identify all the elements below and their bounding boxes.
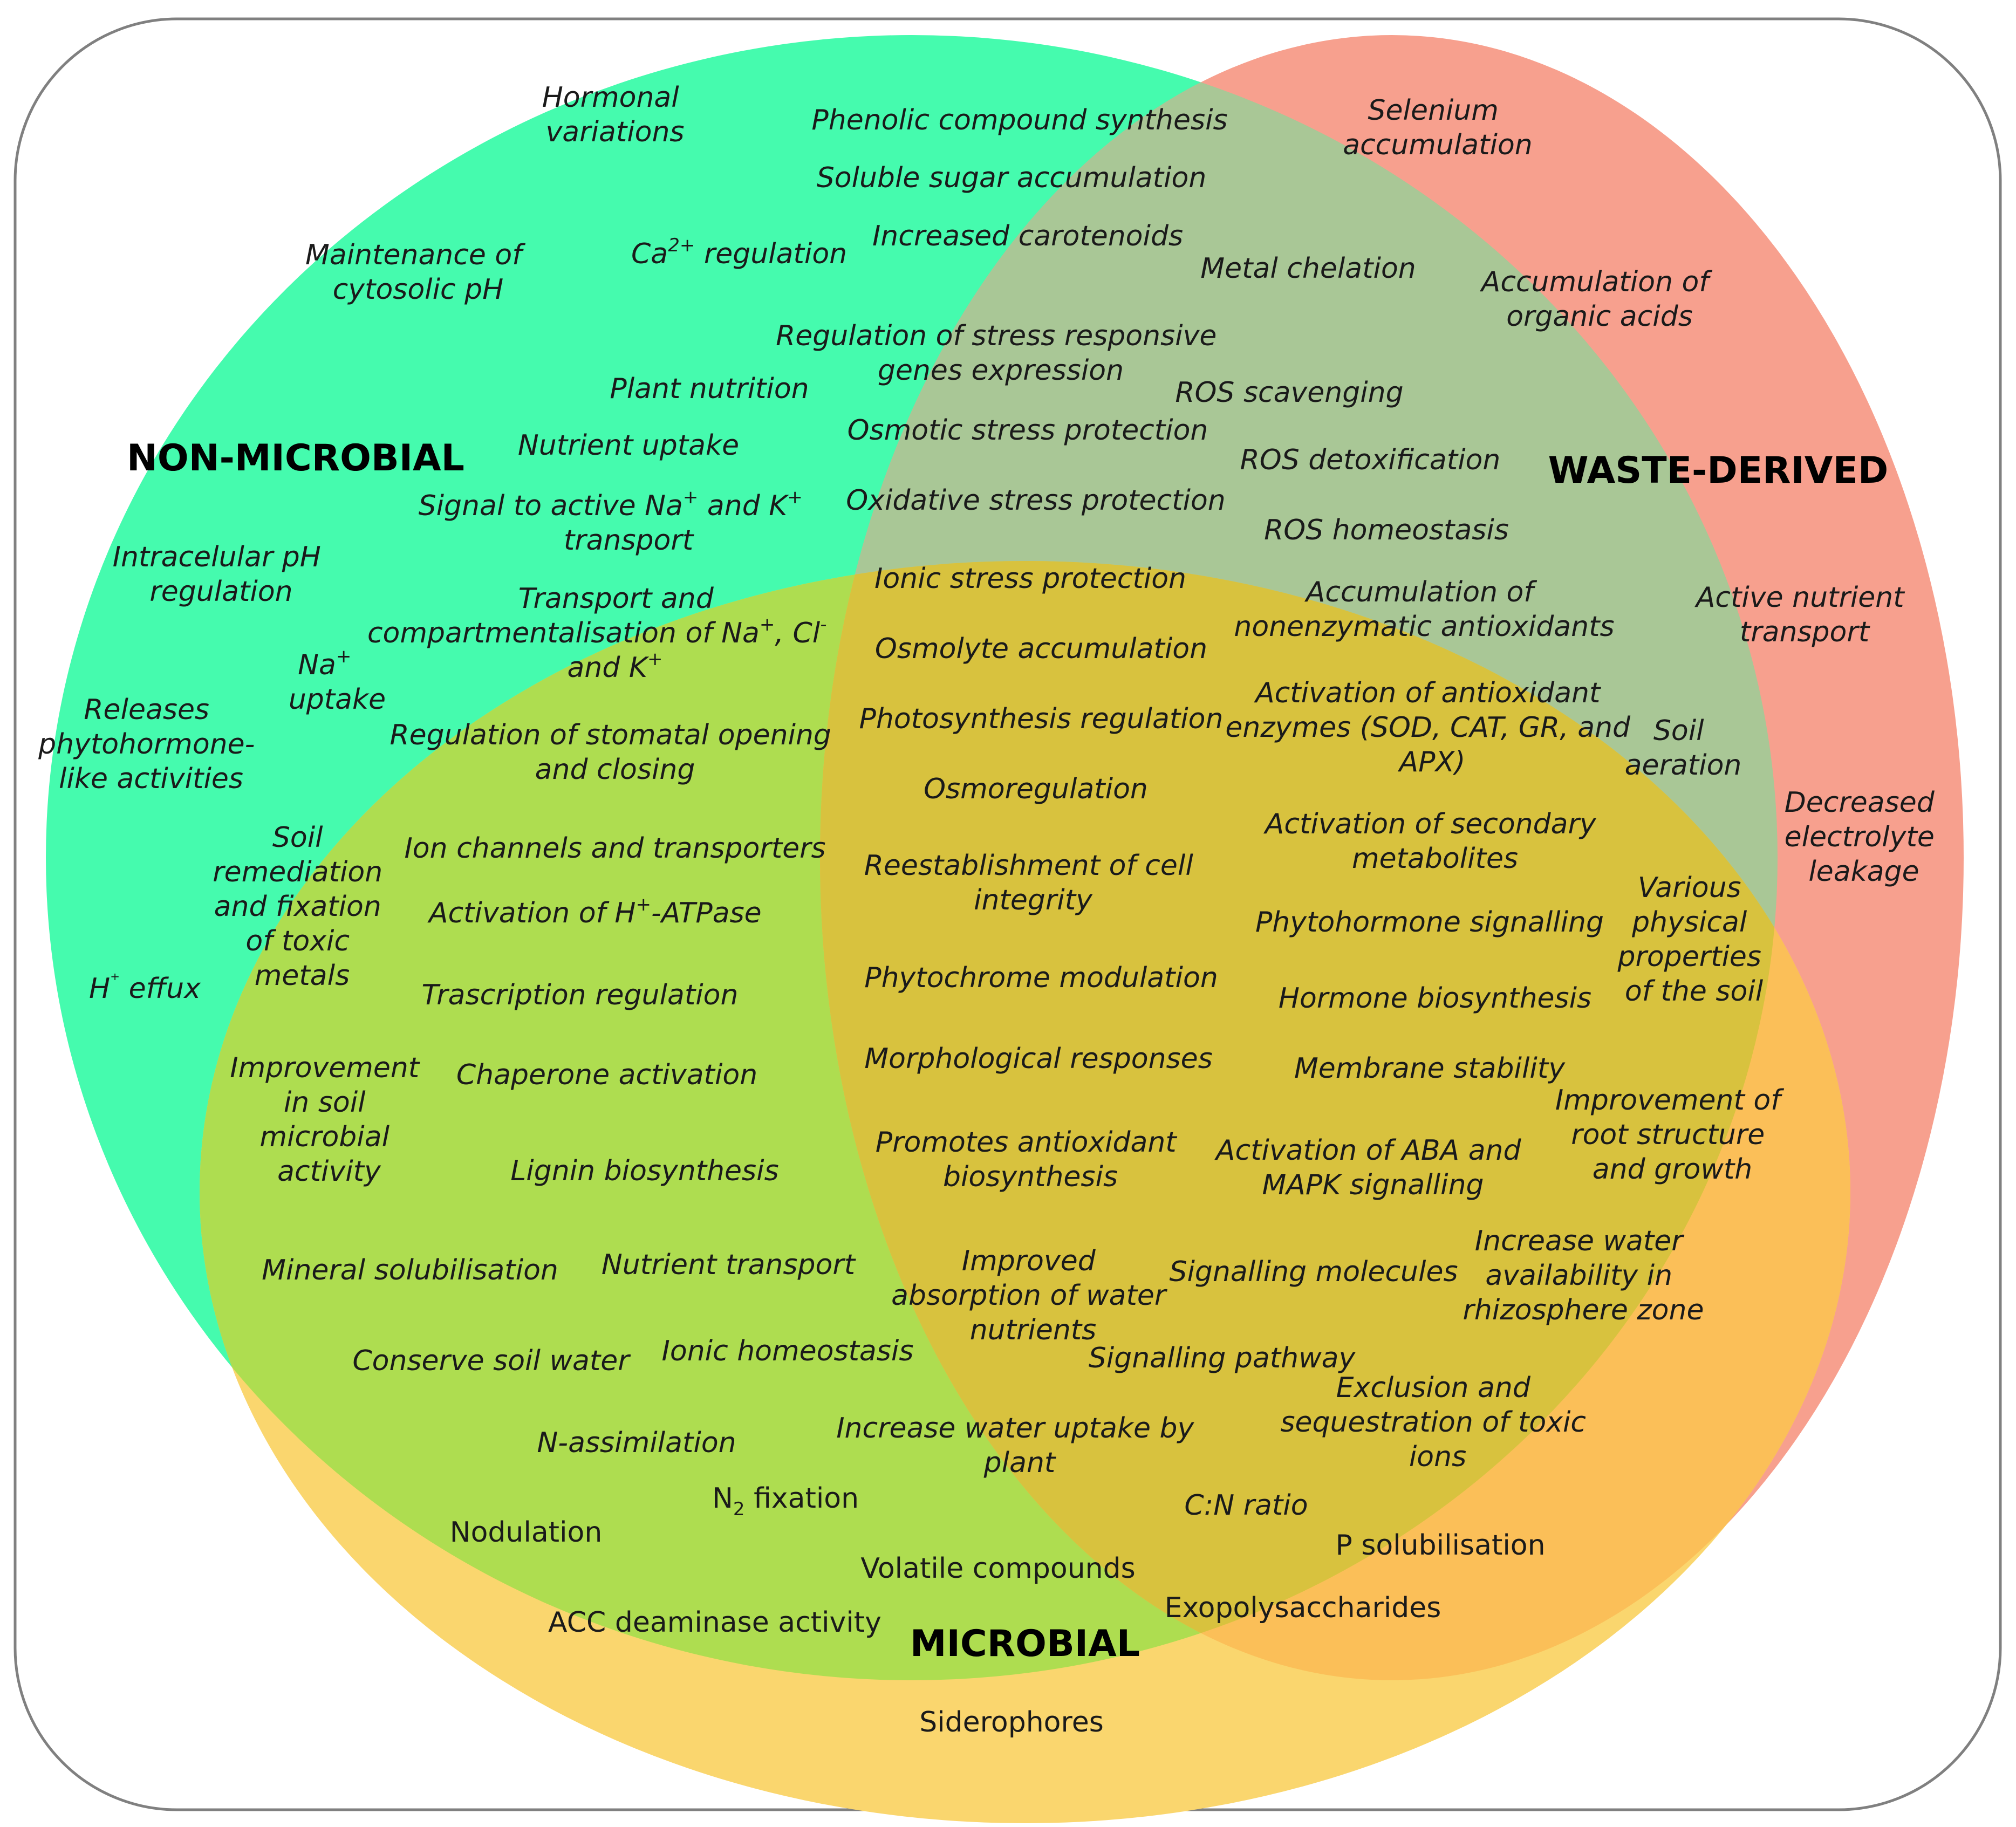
label-volatile-compounds: Volatile compounds — [860, 1552, 1135, 1585]
label-cell-integrity: Reestablishment of cell integrity — [864, 850, 1202, 916]
label-chaperone-activation: Chaperone activation — [456, 1059, 757, 1091]
label-ros-detoxification: ROS detoxification — [1240, 444, 1501, 476]
label-morphological-responses: Morphological responses — [864, 1043, 1212, 1075]
label-ros-homeostasis: ROS homeostasis — [1264, 514, 1509, 546]
label-exopolysaccharides: Exopolysaccharides — [1165, 1592, 1441, 1624]
label-antioxidant-biosynthesis: Promotes antioxidant biosynthesis — [876, 1126, 1185, 1193]
label-membrane-stability: Membrane stability — [1294, 1052, 1566, 1085]
label-nonenzymatic-antioxidants: Accumulation of nonenzymatic antioxidant… — [1234, 576, 1614, 643]
label-electrolyte-leakage: Decreased electrolyte leakage — [1785, 786, 1944, 888]
label-aba-mapk-signalling: Activation of ABA and MAPK signalling — [1214, 1134, 1530, 1201]
label-organic-acids: Accumulation of organic acids — [1480, 266, 1718, 333]
label-nutrient-uptake: Nutrient uptake — [518, 429, 739, 462]
label-selenium: Selenium accumulation — [1343, 94, 1533, 161]
label-nutrient-transport: Nutrient transport — [602, 1249, 856, 1281]
label-physical-properties: Various physical properties of the soil — [1617, 872, 1770, 1008]
label-phytochrome-modulation: Phytochrome modulation — [864, 962, 1218, 994]
label-phytohormone-like: Releases phytohormone- like activities — [38, 694, 264, 795]
label-hormone-biosynthesis: Hormone biosynthesis — [1279, 982, 1591, 1015]
label-signal-na-k: Signal to active Na+ and K+ transport — [419, 478, 812, 557]
set-label-waste-derived: WASTE-DERIVED — [1548, 449, 1889, 492]
label-stomatal-regulation: Regulation of stomatal opening and closi… — [390, 719, 840, 786]
label-intracellular-ph: Intracelular pH regulation — [113, 541, 330, 608]
label-acc-deaminase: ACC deaminase activity — [548, 1606, 881, 1639]
label-metal-chelation: Metal chelation — [1200, 252, 1416, 285]
label-osmoregulation: Osmoregulation — [924, 773, 1148, 805]
label-h-atpase: Activation of H+-ATPase — [427, 894, 762, 929]
label-p-solubilisation: P solubilisation — [1335, 1529, 1545, 1562]
label-hormonal-variations: Hormonal variations — [542, 81, 688, 148]
set-label-microbial: MICROBIAL — [910, 1623, 1140, 1665]
all-three-overlap — [820, 561, 1778, 1680]
label-antioxidant-enzymes: Activation of antioxidant enzymes (SOD, … — [1225, 677, 1639, 778]
label-soluble-sugar: Soluble sugar accumulation — [817, 162, 1207, 194]
label-secondary-metabolites: Activation of secondary metabolites — [1263, 808, 1605, 875]
label-soil-remediation: Soil remediation and fixation of toxic m… — [213, 822, 391, 992]
label-soil-microbial-activity: Improvement in soil microbial activity — [230, 1052, 428, 1188]
label-toxic-ions: Exclusion and sequestration of toxic ion… — [1280, 1372, 1595, 1473]
label-carotenoids: Increased carotenoids — [872, 220, 1183, 252]
label-transcription-regulation: Trascription regulation — [422, 979, 739, 1011]
label-water-nutrient-absorption: Improved absorption of water nutrients — [891, 1245, 1175, 1346]
label-plant-nutrition: Plant nutrition — [610, 373, 809, 405]
label-photosynthesis-regulation: Photosynthesis regulation — [859, 703, 1224, 735]
label-ionic-stress: Ionic stress protection — [874, 563, 1186, 595]
label-transport-compartment: Transport and compartmentalisation of Na… — [367, 583, 836, 684]
label-water-uptake: Increase water uptake by plant — [836, 1412, 1203, 1479]
label-oxidative-stress: Oxidative stress protection — [846, 484, 1226, 517]
label-mineral-solubilisation: Mineral solubilisation — [262, 1254, 558, 1287]
label-na-uptake: Na+ uptake — [289, 637, 386, 716]
label-cytosolic-ph: Maintenance of cytosolic pH — [305, 239, 531, 306]
label-osmotic-stress: Osmotic stress protection — [848, 414, 1208, 447]
label-ion-channels: Ion channels and transporters — [404, 832, 825, 865]
label-soil-aeration: Soil aeration — [1625, 715, 1742, 782]
label-stress-genes: Regulation of stress responsive genes ex… — [776, 320, 1226, 387]
label-conserve-soil-water: Conserve soil water — [352, 1345, 631, 1377]
label-siderophores: Siderophores — [919, 1706, 1104, 1739]
label-ros-scavenging: ROS scavenging — [1175, 377, 1403, 409]
label-signalling-molecules: Signalling molecules — [1169, 1256, 1458, 1288]
label-lignin-biosynthesis: Lignin biosynthesis — [510, 1155, 778, 1187]
label-phenolic-synthesis: Phenolic compound synthesis — [811, 104, 1227, 136]
label-osmolyte-accumulation: Osmolyte accumulation — [875, 633, 1207, 665]
label-ionic-homeostasis: Ionic homeostasis — [662, 1335, 914, 1367]
label-cn-ratio: C:N ratio — [1184, 1489, 1308, 1522]
label-nodulation: Nodulation — [450, 1516, 603, 1549]
label-n2-fixation: N2 fixation — [712, 1482, 859, 1520]
label-ca-regulation: Ca2+ regulation — [631, 235, 847, 270]
label-h-effux: H⁺ effux — [89, 969, 201, 1005]
label-root-structure: Improvement of root structure and growth — [1555, 1084, 1789, 1186]
set-label-non-microbial: NON-MICROBIAL — [127, 437, 464, 480]
label-water-availability: Increase water availability in rhizosphe… — [1463, 1225, 1704, 1326]
label-signalling-pathway: Signalling pathway — [1089, 1342, 1356, 1374]
label-active-nutrient-transport: Active nutrient transport — [1694, 581, 1913, 648]
label-phytohormone-signalling: Phytohormone signalling — [1255, 906, 1604, 939]
label-n-assimilation: N-assimilation — [537, 1427, 736, 1459]
